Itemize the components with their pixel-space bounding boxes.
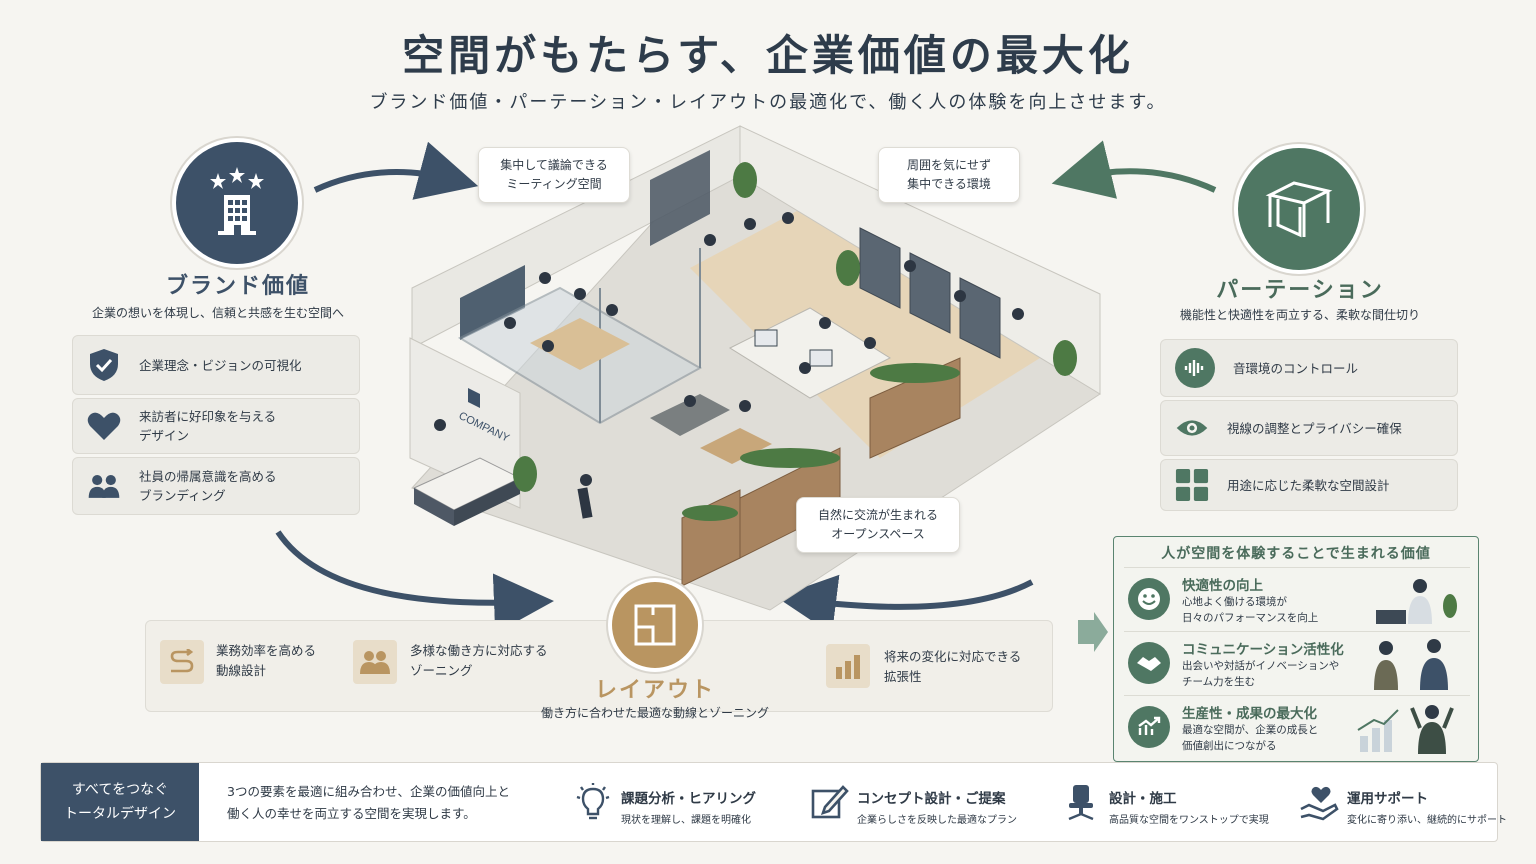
value-title: コミュニケーション活性化 [1182, 642, 1344, 658]
lounge-table [700, 428, 772, 464]
brand-circle [176, 142, 298, 264]
value-row-communication: コミュニケーション活性化 出会いや対話がイノベーションやチーム力を生む [1124, 631, 1470, 693]
step-desc: 高品質な空間をワンストップで実現 [1109, 815, 1269, 826]
layout-item-zoning: 多様な働き方に対応するゾーニング [410, 643, 548, 678]
two-people-illustration [1374, 639, 1448, 690]
shield-check-icon [87, 348, 121, 382]
arrow-to-value-panel [1078, 612, 1108, 652]
plants [513, 162, 1077, 521]
layout-title: レイアウト [594, 678, 715, 703]
partition-item-label: 用途に応じた柔軟な空間設計 [1227, 477, 1390, 493]
total-design-bar: すべてをつなぐトータルデザイン 3つの要素を最適に組み合わせ、企業の価値向上と働… [40, 762, 1507, 842]
step-title: 運用サポート [1347, 791, 1428, 807]
page-title: 空間がもたらす、企業価値の最大化 [402, 31, 1134, 80]
step-desc: 現状を理解し、課題を明確化 [621, 815, 751, 826]
chair-icon [1068, 785, 1094, 821]
partition-item-flexible: 用途に応じた柔軟な空間設計 [1160, 459, 1458, 511]
partition-item-sound: 音環境のコントロール [1160, 339, 1458, 397]
smile-icon [1128, 578, 1170, 620]
people-icon [87, 469, 121, 503]
partition-desc: 機能性と快適性を両立する、柔軟な間仕切り [1179, 308, 1420, 322]
eye-icon [1175, 411, 1209, 445]
layout-band [145, 620, 1053, 712]
floor-plan-icon [634, 604, 676, 646]
value-heading: 人が空間を体験することで生まれる価値 [1161, 546, 1431, 562]
callout-open-space: 自然に交流が生まれるオープンスペース [796, 497, 960, 553]
brand-title: ブランド価値 [165, 274, 310, 299]
monitor [809, 349, 833, 367]
brand-item-label: 社員の帰属意識を高めるブランディング [139, 469, 277, 503]
office-isometric-illustration: COMPANY [409, 125, 1101, 611]
growth-person-illustration [1357, 705, 1454, 754]
brand-item-label: 企業理念・ビジョンの可視化 [139, 357, 302, 373]
arrow-partition-to-center [1051, 140, 1217, 199]
arrow-brand-to-center [313, 141, 479, 200]
partition-panel-icon [1265, 181, 1333, 238]
value-title: 生産性・成果の最大化 [1182, 706, 1317, 722]
page-subtitle: ブランド価値・パーテーション・レイアウトの最適化で、働く人の体験を向上させます。 [369, 92, 1167, 113]
step-title: 設計・施工 [1109, 791, 1177, 807]
partition-title: パーテーション [1216, 278, 1384, 303]
step-title: 課題分析・ヒアリング [621, 791, 756, 807]
growth-chart-icon [1128, 706, 1170, 748]
brand-item-belonging: 社員の帰属意識を高めるブランディング [72, 457, 360, 515]
group-icon [353, 640, 397, 684]
heart-icon [87, 409, 121, 443]
step-desc: 変化に寄り添い、継続的にサポート [1347, 815, 1507, 826]
arrow-brand-to-layout [275, 530, 554, 634]
route-icon [160, 640, 204, 684]
partition-item-view: 視線の調整とプライバシー確保 [1160, 400, 1458, 456]
value-row-comfort: 快適性の向上 心地よく働ける環境が日々のパフォーマンスを向上 [1124, 567, 1470, 629]
grid-icon [1175, 468, 1209, 502]
value-row-productivity: 生産性・成果の最大化 最適な空間が、企業の成長と価値創出につながる [1124, 695, 1470, 757]
layout-item-scalability: 将来の変化に対応できる拡張性 [884, 649, 1022, 684]
callout-focus: 周囲を気にせず集中できる環境 [878, 147, 1020, 203]
meeting-table [530, 318, 630, 370]
layout-item-flow: 業務効率を高める動線設計 [216, 643, 317, 678]
pencil-icon [811, 785, 849, 819]
total-design-desc: 3つの要素を最適に組み合わせ、企業の価値向上と働く人の幸せを両立する空間を実現し… [227, 784, 510, 821]
value-desc: 最適な空間が、企業の成長と価値創出につながる [1182, 724, 1319, 752]
value-desc: 心地よく働ける環境が日々のパフォーマンスを向上 [1182, 596, 1319, 624]
partition-item-label: 音環境のコントロール [1233, 360, 1359, 376]
company-logo-mark [468, 388, 480, 408]
tv-screen [460, 265, 525, 340]
person-laptop-illustration [1376, 579, 1457, 624]
layout-desc: 働き方に合わせた最適な動線とゾーニング [540, 706, 769, 720]
step-desc: 企業らしさを反映した最適なプラン [857, 815, 1017, 826]
brand-item-label: 来訪者に好印象を与えるデザイン [139, 409, 277, 443]
brand-desc: 企業の想いを体現し、信頼と共感を生む空間へ [91, 306, 344, 320]
partition-item-label: 視線の調整とプライバシー確保 [1227, 420, 1402, 436]
monitor [754, 329, 778, 347]
partition-circle [1238, 148, 1360, 270]
value-title: 快適性の向上 [1182, 578, 1263, 594]
heart-hand-icon [1300, 786, 1339, 821]
value-panel: 人が空間を体験することで生まれる価値 快適性の向上 心地よく働ける環境が日々のパ… [1113, 536, 1479, 762]
lightbulb-icon [576, 783, 610, 820]
window-panel [650, 150, 710, 246]
lounge-sofa [650, 394, 730, 436]
people [434, 212, 1024, 486]
sound-wave-icon [1175, 348, 1215, 388]
layout-circle [612, 582, 698, 668]
brand-item-impression: 来訪者に好印象を与えるデザイン [72, 398, 360, 454]
brand-item-vision: 企業理念・ビジョンの可視化 [72, 335, 360, 395]
step-title: コンセプト設計・ご提案 [857, 791, 1006, 807]
building-stars-icon [210, 167, 264, 235]
callout-meeting: 集中して議論できるミーティング空間 [478, 147, 630, 203]
arrow-right-to-layout [776, 574, 1034, 635]
bar-chart-icon [826, 644, 870, 688]
total-design-label: すべてをつなぐトータルデザイン [41, 763, 199, 841]
handshake-icon [1128, 642, 1170, 684]
focus-booths [859, 227, 1001, 359]
value-desc: 出会いや対話がイノベーションやチーム力を生む [1182, 660, 1340, 688]
